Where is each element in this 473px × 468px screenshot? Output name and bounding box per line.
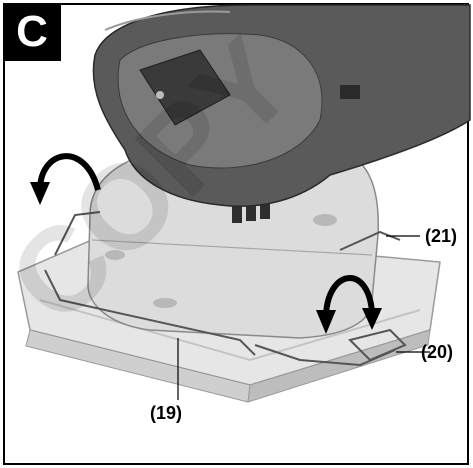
clamp-lever — [254, 328, 407, 367]
rotate-arrow-right-icon — [316, 275, 382, 334]
vent-slots — [232, 201, 270, 223]
rotate-arrow-left-icon — [30, 153, 101, 205]
callout-19: (19) — [150, 403, 183, 423]
clamp-bracket — [44, 211, 401, 356]
sander-motor-housing — [92, 4, 471, 207]
figure-letter-badge: C — [3, 3, 61, 61]
callout-21: (21) — [425, 226, 458, 246]
callout-leaders — [177, 235, 430, 400]
callout-20: (20) — [421, 342, 454, 362]
